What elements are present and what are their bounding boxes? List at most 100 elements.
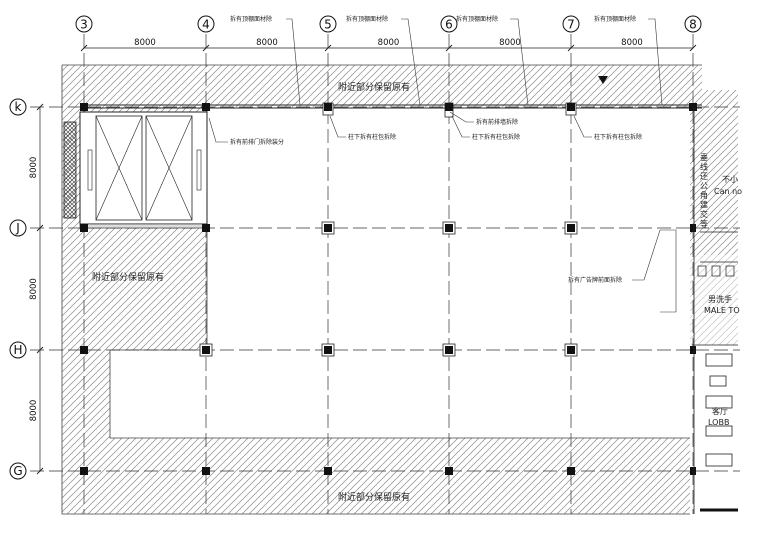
svg-text:5: 5 [324,18,332,32]
zone-label-bottom: 附近部分保留原有 [338,491,410,503]
column-7-H [567,346,575,354]
col-note-leader-3 [573,115,592,138]
svg-text:J: J [15,221,20,235]
seat-2 [709,375,727,387]
column-6-H [445,346,453,354]
restroom-label-cn: 男洗手 [708,294,732,304]
hatch-boundary [61,64,702,515]
dim-label-horizontal: 8000 [256,38,278,48]
right-text-2: Can no [714,187,742,196]
dim-tick [324,44,332,52]
vertical-text-char: 角 [700,190,708,200]
svg-text:H: H [13,343,22,357]
column-note-1: 柱下拆有柱包拆除 [348,133,396,141]
column-6-k [445,103,453,111]
top-wall-line [84,104,702,109]
door-frame [79,111,208,225]
axis-bubble-col-6: 6 [440,15,458,33]
hatch-top-band [62,65,702,107]
note-leader-4 [648,18,663,106]
column-4-k [202,103,210,111]
wall-note-leader [449,111,474,123]
fixture-2 [711,265,721,277]
column-5-k [324,103,332,111]
column-note-3: 柱下拆有柱包拆除 [594,133,642,141]
column-3-J [80,224,88,232]
dim-label-horizontal: 8000 [378,38,400,48]
axis-bubble-col-4: 4 [197,15,215,33]
zone-label-left: 附近部分保留原有 [92,271,164,283]
vertical-text-char: 还 [700,171,708,181]
column-3-G [80,467,88,475]
svg-text:8: 8 [689,18,697,32]
door-cross-lines [95,115,193,221]
ad-sign-note: 拆有广告牌前面拆除 [568,276,622,284]
col-note-leader-2 [451,115,470,138]
column-8-k [689,103,697,111]
column-4-J [202,224,210,232]
door-leaf-left [95,115,143,221]
vertical-text-char: 垂 [700,152,708,162]
door-handle-left [87,149,93,191]
svg-text:6: 6 [445,18,453,32]
top-note-3: 拆有顶棚面材除 [456,15,498,23]
note-leader-3 [510,18,529,106]
axis-bubble-col-5: 5 [319,15,337,33]
svg-text:3: 3 [80,18,88,32]
seat-1 [705,353,733,367]
axis-bubble-row-G: G [9,462,27,480]
axis-bubble-row-H: H [9,341,27,359]
ad-note-leader [632,229,677,313]
door-demolish-note: 拆有前排门拆除装分 [230,138,284,146]
top-note-2: 拆有顶棚面材除 [346,15,388,23]
dim-tick [445,44,453,52]
seat-4 [705,425,733,437]
dim-label-horizontal: 8000 [134,38,156,48]
axis-bubbles: 3 4 5 6 7 8 kJ H G [9,15,702,480]
vertical-text-char: 交 [700,209,708,219]
column-3-H [80,346,88,354]
svg-text:7: 7 [567,18,575,32]
door-handle-right [196,149,202,191]
north-arrow-icon [598,76,608,84]
hatch-bottom-band [62,438,690,514]
fixture-3 [725,265,735,277]
column-4-H [202,346,210,354]
column-marker [690,224,696,232]
wall-demolish-note: 拆有前排墙拆除 [476,118,518,126]
dim-tick [689,44,697,52]
vent-grille [63,121,77,219]
svg-text:4: 4 [202,18,210,32]
axis-bubble-col-3: 3 [75,15,93,33]
vertical-text-char: 建 [700,200,708,210]
fixture-1 [697,265,707,277]
inner-notes: 拆有前排门拆除装分 柱下拆有柱包拆除 柱下拆有柱包拆除 柱下拆有柱包拆除 拆有前… [208,111,677,313]
axis-bubble-col-7: 7 [562,15,580,33]
axis-bubble-row-k: k [9,98,27,116]
column-6-G [445,467,453,475]
vertical-text-char: 等 [700,219,708,229]
dim-tick [36,467,44,475]
column-5-J [324,224,332,232]
dim-tick [36,346,44,354]
column-5-H [324,346,332,354]
right-panel-wall [692,107,738,514]
dim-label-vertical: 8000 [29,400,39,422]
door-threshold [79,223,208,229]
note-leader-2 [401,18,421,106]
vertical-text-char: 公 [700,182,708,191]
column-3-k [80,103,88,111]
column-note-2: 柱下拆有柱包拆除 [472,133,520,141]
top-note-4: 拆有顶棚面材除 [594,15,636,23]
seat-5 [705,453,733,467]
hatch-right-strip [690,107,738,255]
column-5-G [324,467,332,475]
dim-label-horizontal: 8000 [621,38,643,48]
lobby-label-en: LOBB [708,418,729,427]
right-text-1: 不小 [722,175,738,184]
dim-label-horizontal: 8000 [499,38,521,48]
